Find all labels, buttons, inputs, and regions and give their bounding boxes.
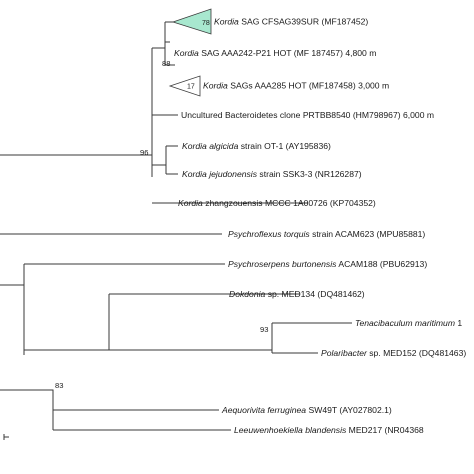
collapsed-clade-aaa285 <box>168 75 201 97</box>
scale-bar <box>3 434 9 440</box>
branch-kordia-clade <box>0 48 153 177</box>
bootstrap-83: 83 <box>55 381 63 390</box>
taxon-label-psychroflexus: Psychroflexus torquis strain ACAM623 (MP… <box>228 229 425 239</box>
taxon-label-zhangzouensis: Kordia zhangzouensis MCCC 1A00726 (KP704… <box>178 198 376 208</box>
branch-tenacibaculum-clade <box>109 323 273 353</box>
taxon-label-algicida: Kordia algicida strain OT-1 (AY195836) <box>182 141 331 151</box>
taxon-label-uncultured: Uncultured Bacteroidetes clone PRTBB8540… <box>181 110 434 120</box>
branch-algicida-clade <box>152 146 167 174</box>
taxon-label-dokdonia: Dokdonia sp. MED134 (DQ481462) <box>229 289 365 299</box>
taxon-label-jejudonensis: Kordia jejudonensis strain SSK3-3 (NR126… <box>182 169 362 179</box>
taxon-label-polaribacter: Polaribacter sp. MED152 (DQ481463) <box>321 348 466 358</box>
collapsed-count-aaa285: 17 <box>187 84 195 91</box>
taxon-label-aaa285: Kordia SAGs AAA285 HOT (MF187458) 3,000 … <box>203 81 389 91</box>
taxon-label-aaa242: Kordia SAG AAA242-P21 HOT (MF 187457) 4,… <box>174 48 376 58</box>
branch-aequorivita-clade <box>0 389 54 430</box>
bootstrap-96: 96 <box>140 148 148 157</box>
branch-dokdonia-clade <box>24 294 110 351</box>
bootstrap-88: 88 <box>162 59 170 68</box>
branch-sag-clade <box>152 22 175 66</box>
taxon-label-tenacibaculum: Tenacibaculum maritimum 1 <box>355 318 462 328</box>
taxon-label-cfsag39: Kordia SAG CFSAG39SUR (MF187452) <box>214 17 368 27</box>
taxon-label-psychroserpens: Psychroserpens burtonensis ACAM188 (PBU6… <box>228 259 427 269</box>
taxon-label-aequorivita: Aequorivita ferruginea SW49T (AY027802.1… <box>221 405 392 415</box>
branch-lower-clade <box>0 264 25 355</box>
collapsed-clade-cfsag39 <box>171 8 212 35</box>
collapsed-count-cfsag39: 78 <box>202 20 210 27</box>
taxon-label-leeuwenhoekiella: Leeuwenhoekiella blandensis MED217 (NR04… <box>234 425 424 435</box>
bootstrap-93: 93 <box>260 325 268 334</box>
